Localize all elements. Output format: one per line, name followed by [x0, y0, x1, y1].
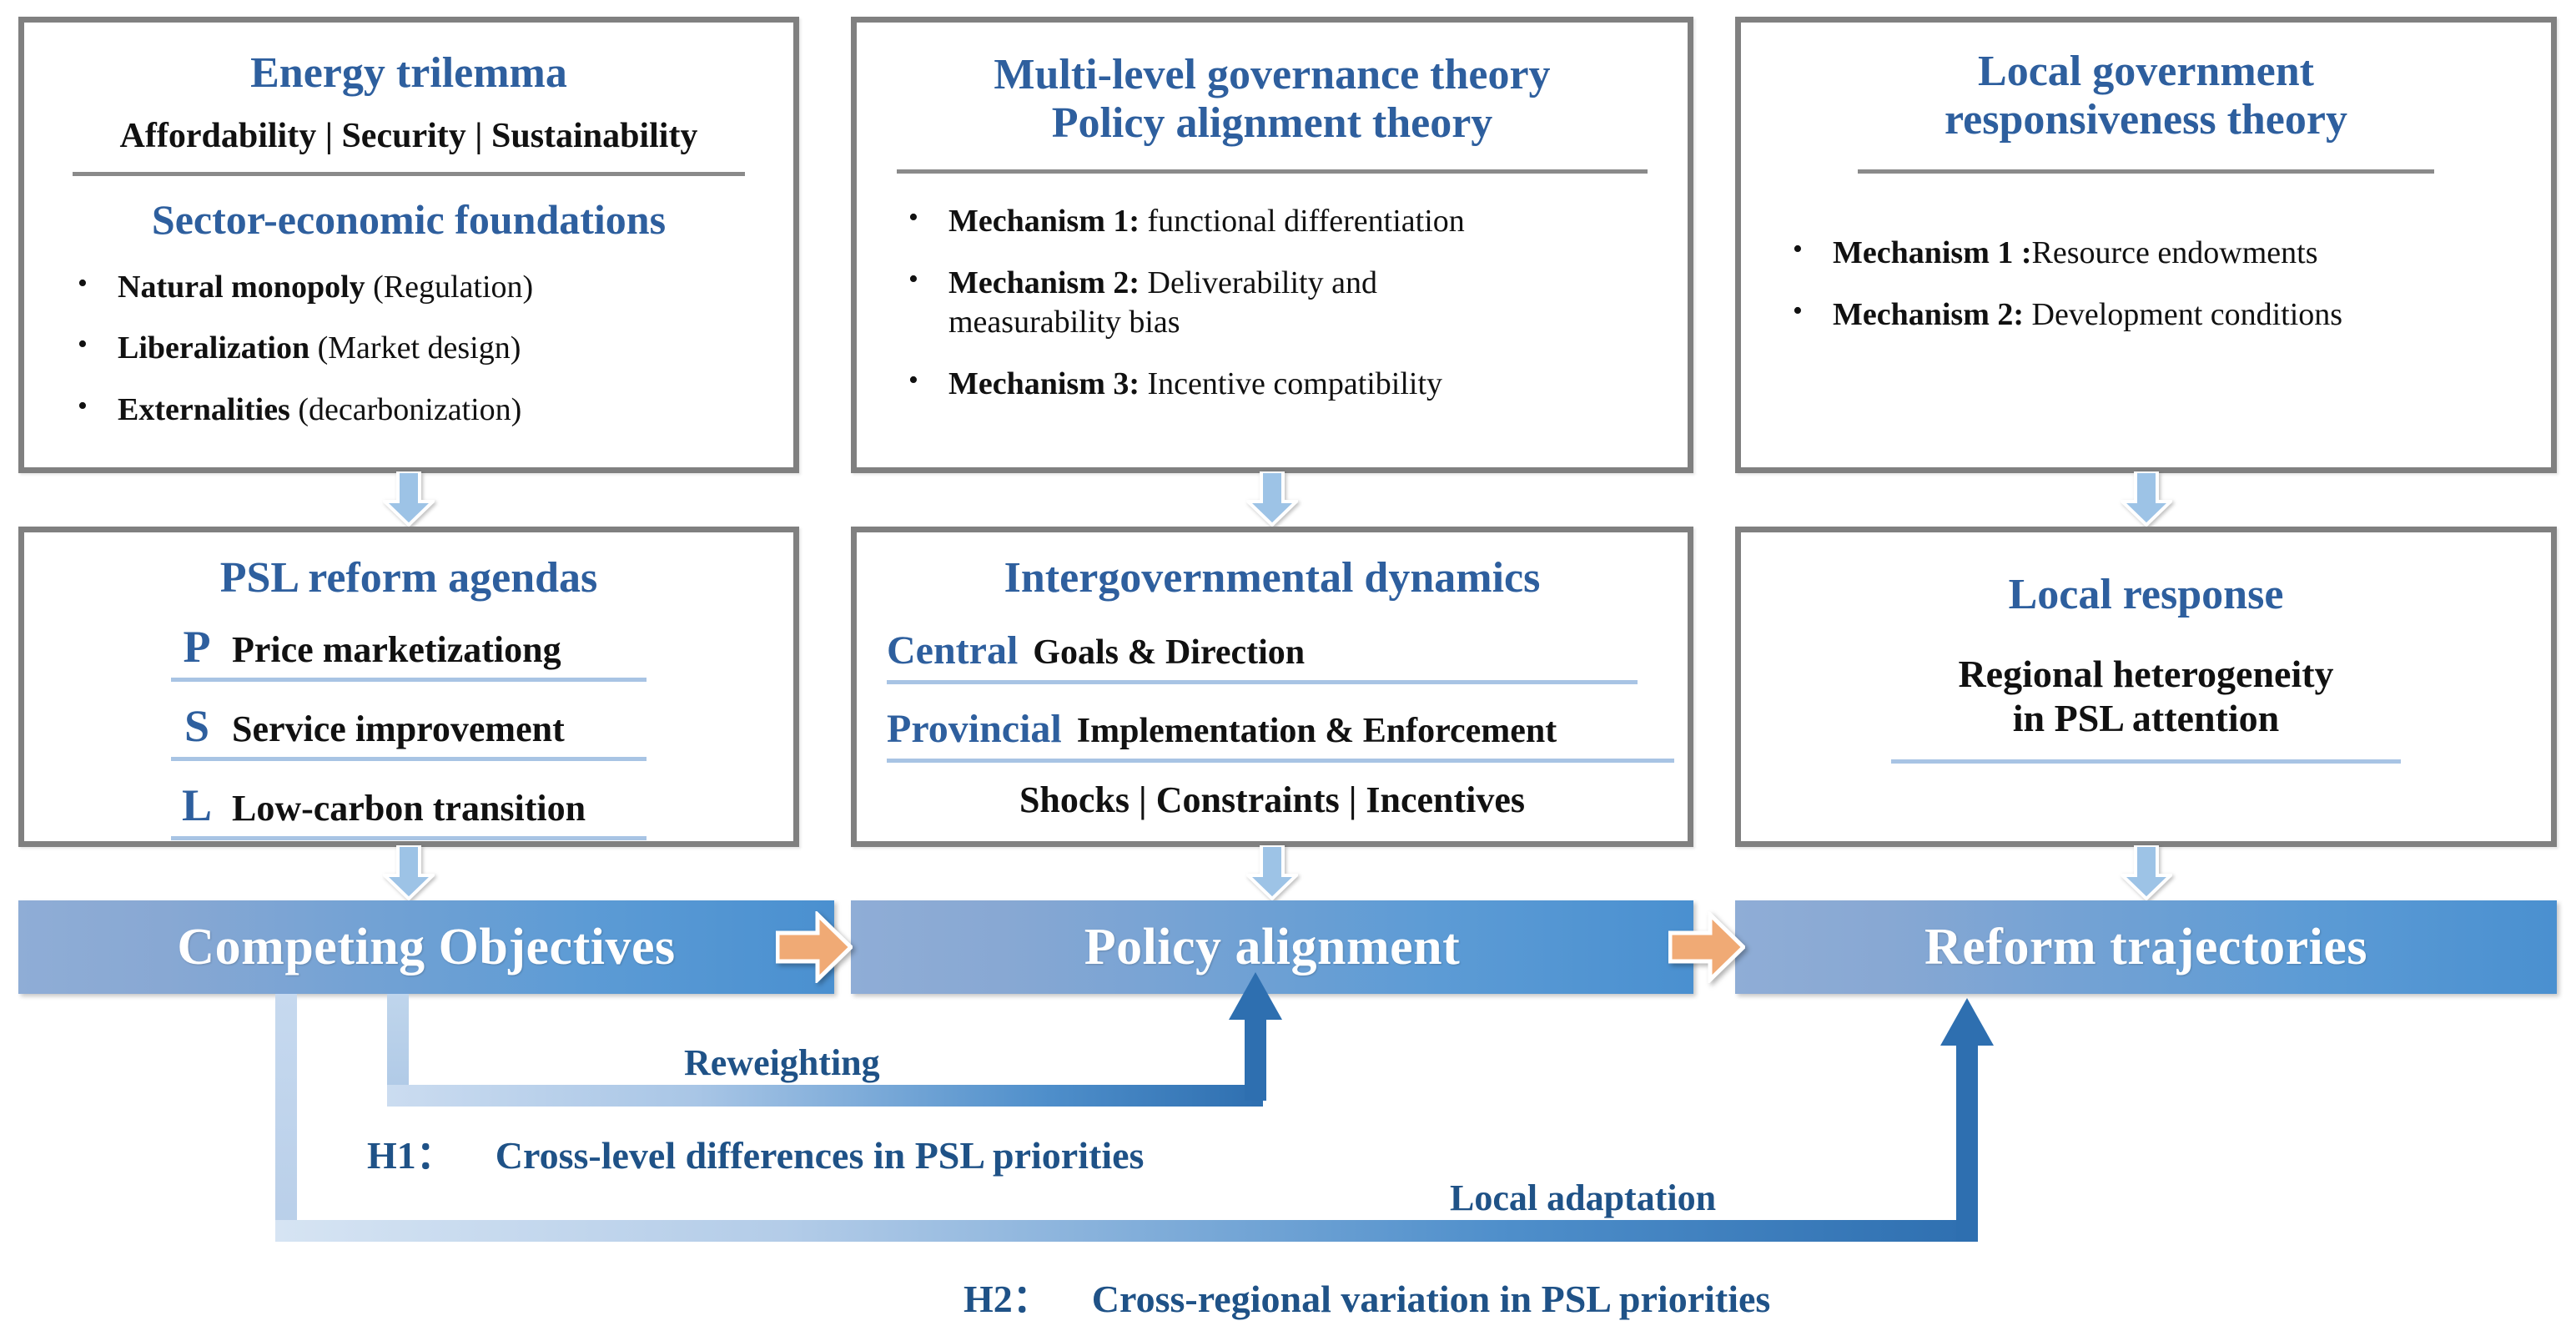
theory-box-1-section-title: Sector-economic foundations — [151, 195, 667, 243]
psl-item-p: P Price marketizationg — [175, 621, 642, 673]
bullet-rest: (Regulation) — [365, 269, 534, 305]
orange-arrow-icon-1 — [776, 911, 853, 983]
level-value: Goals & Direction — [1033, 633, 1306, 673]
theory-box-1-bullets: Natural monopoly (Regulation) Liberaliza… — [63, 266, 793, 431]
theory-box-3-bullets: Mechanism 1 :Resource endowments Mechani… — [1778, 232, 2518, 335]
theory-box-2-title-line-2: Policy alignment theory — [1051, 99, 1493, 148]
bullet-rest: (Market design) — [309, 330, 521, 366]
hypothesis-h2-text: Cross-regional variation in PSL prioriti… — [1091, 1278, 1771, 1320]
hypothesis-h2-id: H2： — [963, 1278, 1051, 1320]
inter-level-provincial: Provincial Implementation & Enforcement — [887, 706, 1688, 752]
hypothesis-h2: H2： Cross-regional variation in PSL prio… — [963, 1268, 1770, 1323]
theory-box-2-title-line-1: Multi-level governance theory — [994, 51, 1551, 98]
down-arrow-icon-1 — [383, 471, 435, 527]
mechanism-box-local-response: Local response Regional heterogeneity in… — [1735, 527, 2557, 847]
hypothesis-h1-id: H1： — [367, 1134, 455, 1177]
inter-title: Intergovernmental dynamics — [1004, 554, 1541, 602]
list-item: Mechanism 1 :Resource endowments — [1778, 232, 2518, 274]
list-item: Mechanism 3: Incentive compatibility — [893, 363, 1639, 405]
bullet-bold: Natural monopoly — [118, 269, 365, 305]
inter-level-central: Central Goals & Direction — [887, 628, 1688, 673]
flow-label-reweighting: Reweighting — [684, 1042, 880, 1083]
psl-rule-1 — [171, 678, 647, 683]
local-response-line-2: in PSL attention — [2012, 697, 2280, 740]
feedback-path-h2 — [275, 994, 1994, 1242]
outcome-bar-competing-objectives[interactable]: Competing Objectives — [18, 900, 834, 994]
list-item: Natural monopoly (Regulation) — [63, 266, 793, 308]
psl-letter: P — [183, 622, 211, 673]
psl-rule-2 — [171, 757, 647, 762]
level-key: Provincial — [887, 707, 1062, 752]
psl-text: Low-carbon transition — [232, 788, 586, 829]
bullet-bold: Mechanism 2: — [948, 265, 1140, 300]
outcome-bar-reform-trajectories[interactable]: Reform trajectories — [1735, 900, 2557, 994]
psl-title: PSL reform agendas — [219, 554, 598, 602]
down-arrow-icon-5 — [1246, 845, 1298, 900]
outcome-bar-policy-alignment[interactable]: Policy alignment — [851, 900, 1693, 994]
bullet-bold: Mechanism 2: — [1833, 296, 2025, 332]
list-item: Liberalization (Market design) — [63, 327, 793, 369]
bullet-rest: Deliverability and measurability bias — [948, 265, 1377, 340]
psl-rule-3 — [171, 836, 647, 841]
flow-label-local-adaptation: Local adaptation — [1450, 1177, 1717, 1218]
orange-arrow-icon-2 — [1668, 911, 1745, 983]
theory-box-3-title-line-1: Local government — [1978, 48, 2314, 95]
bullet-bold: Mechanism 1: — [948, 204, 1140, 239]
psl-letter: L — [181, 780, 213, 831]
psl-item-s: S Service improvement — [175, 700, 642, 752]
bullet-bold: Externalities — [118, 391, 290, 427]
inter-footer: Shocks | Constraints | Incentives — [1019, 779, 1526, 821]
level-key: Central — [887, 628, 1019, 673]
bullet-bold: Mechanism 3: — [948, 366, 1140, 401]
list-item: Mechanism 2: Development conditions — [1778, 294, 2518, 335]
divider-1 — [73, 171, 745, 176]
mechanism-box-psl-agendas: PSL reform agendas P Price marketization… — [18, 527, 799, 847]
psl-letter: S — [184, 701, 210, 752]
down-arrow-icon-6 — [2121, 845, 2172, 900]
list-item: Mechanism 2: Deliverability and measurab… — [893, 262, 1527, 343]
bullet-rest: functional differentiation — [1140, 204, 1465, 239]
down-arrow-icon-2 — [1246, 471, 1298, 527]
local-response-line-1: Regional heterogeneity — [1958, 653, 2334, 696]
list-item: Externalities (decarbonization) — [63, 389, 793, 431]
list-item: Mechanism 1: functional differentiation — [893, 200, 1639, 242]
theory-box-local-responsiveness: Local government responsiveness theory M… — [1735, 17, 2557, 473]
theory-box-1-title-line-1: Energy trilemma — [250, 49, 567, 97]
psl-text: Service improvement — [232, 708, 565, 750]
theory-box-governance: Multi-level governance theory Policy ali… — [851, 17, 1693, 473]
bullet-bold: Liberalization — [118, 330, 310, 366]
inter-rule-1 — [887, 680, 1638, 685]
psl-text: Price marketizationg — [232, 629, 561, 671]
down-arrow-icon-4 — [383, 845, 435, 900]
mechanism-box-intergovernmental: Intergovernmental dynamics Central Goals… — [851, 527, 1693, 847]
inter-rule-2 — [887, 759, 1674, 764]
theory-box-1-subtitle: Affordability | Security | Sustainabilit… — [119, 117, 698, 156]
level-value: Implementation & Enforcement — [1076, 712, 1557, 751]
down-arrow-icon-3 — [2121, 471, 2172, 527]
bullet-rest: Incentive compatibility — [1140, 366, 1443, 401]
local-response-rule — [1891, 759, 2401, 764]
bullet-rest: Development conditions — [2024, 296, 2343, 332]
theory-box-2-bullets: Mechanism 1: functional differentiation … — [893, 200, 1639, 405]
local-response-title: Local response — [2008, 571, 2284, 618]
divider-2 — [897, 169, 1648, 174]
divider-3 — [1858, 169, 2434, 174]
theory-box-energy-trilemma: Energy trilemma Affordability | Security… — [18, 17, 799, 473]
hypothesis-h1-text: Cross-level differences in PSL prioritie… — [495, 1134, 1145, 1177]
psl-item-l: L Low-carbon transition — [175, 779, 642, 831]
theory-box-3-title-line-2: responsiveness theory — [1945, 96, 2347, 144]
hypothesis-h1: H1： Cross-level differences in PSL prior… — [367, 1125, 1144, 1180]
bullet-bold: Mechanism 1 : — [1833, 235, 2032, 271]
bullet-rest: (decarbonization) — [289, 391, 522, 427]
bullet-rest: Resource endowments — [2031, 235, 2318, 271]
